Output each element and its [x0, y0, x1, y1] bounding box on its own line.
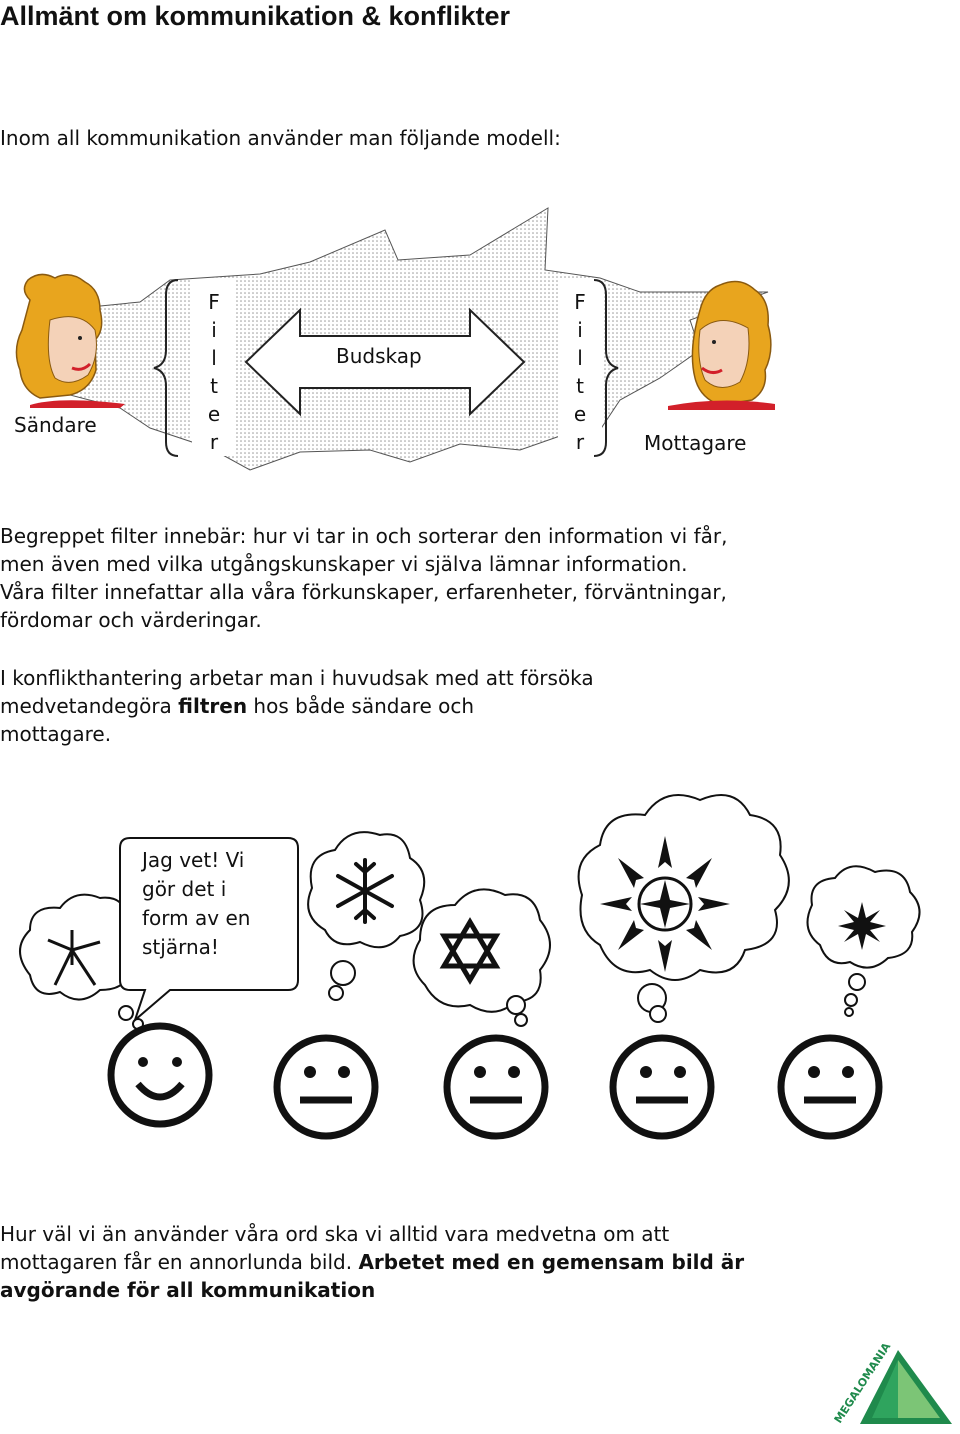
paragraph-line: avgörande för all kommunikation	[0, 1276, 940, 1304]
filter-right-brace	[593, 279, 619, 457]
paragraph-line: mottagare.	[0, 722, 112, 746]
filter-letter: t	[576, 374, 584, 398]
speech-line: Jag vet! Vi	[142, 848, 245, 872]
thought-illustration: Jag vet! Vi gör det i form av en stjärna…	[0, 780, 960, 1140]
filter-letter: i	[577, 318, 583, 342]
speech-bubble	[119, 837, 299, 1024]
filter-letter: e	[207, 402, 221, 426]
thought-bubble-dot	[649, 1005, 667, 1023]
compass-star-icon	[600, 836, 730, 972]
closing-paragraph: Hur väl vi än använder våra ord ska vi a…	[0, 1220, 940, 1304]
speech-bubble-text: Jag vet! Vi gör det i form av en stjärna…	[142, 846, 292, 962]
filter-letter: l	[211, 346, 217, 370]
neutral-face-icon	[609, 1034, 715, 1140]
filter-letter: e	[573, 402, 587, 426]
paragraph-line: fördomar och värderingar.	[0, 608, 262, 632]
bold-text: avgörande för all kommunikation	[0, 1278, 376, 1302]
paragraph-line: Begreppet filter innebär: hur vi tar in …	[0, 524, 728, 548]
conflict-handling-paragraph: I konflikthantering arbetar man i huvuds…	[0, 664, 940, 748]
filter-letter: F	[208, 290, 220, 314]
bold-term: filtren	[178, 694, 248, 718]
paragraph-line: medvetandegöra filtren hos både sändare …	[0, 694, 475, 718]
paragraph-line: I konflikthantering arbetar man i huvuds…	[0, 666, 594, 690]
filter-left-column	[192, 280, 236, 456]
thought-bubble-dot	[330, 960, 356, 986]
intro-text: Inom all kommunikation använder man följ…	[0, 126, 561, 150]
thought-bubble-dot	[506, 995, 526, 1015]
thought-bubble-dot	[118, 1005, 134, 1021]
thought-bubble-dot	[844, 1007, 854, 1017]
asterisk-star-icon	[47, 930, 101, 986]
paragraph-line: Hur väl vi än använder våra ord ska vi a…	[0, 1222, 670, 1246]
sender-face-image	[15, 273, 125, 408]
filter-left-brace	[153, 279, 179, 457]
filter-letter: t	[210, 374, 218, 398]
receiver-face-image	[668, 280, 775, 410]
speech-line: form av en	[142, 906, 251, 930]
receiver-label: Mottagare	[644, 431, 747, 455]
sender-label: Sändare	[14, 413, 97, 437]
thought-bubble-dot	[514, 1013, 528, 1027]
neutral-face-icon	[777, 1034, 883, 1140]
message-label: Budskap	[336, 344, 422, 368]
message-double-arrow	[244, 307, 526, 417]
neutral-face-icon	[273, 1034, 379, 1140]
speech-line: stjärna!	[142, 935, 219, 959]
paragraph-line: Våra filter innefattar alla våra förkuns…	[0, 580, 727, 604]
filter-letter: l	[577, 346, 583, 370]
thought-bubble-dot	[848, 973, 866, 991]
star-of-david-icon	[439, 917, 501, 985]
page-title: Allmänt om kommunikation & konflikter	[0, 1, 511, 31]
thought-bubble-dot	[328, 985, 344, 1001]
thought-bubble-dot	[844, 993, 858, 1007]
communication-model-diagram: Sändare Mottagare Budskap F i l t e r F …	[0, 200, 960, 490]
filter-letter: r	[575, 430, 585, 454]
filter-explanation-paragraph: Begreppet filter innebär: hur vi tar in …	[0, 522, 940, 634]
filter-left-text: F i l t e r	[199, 288, 229, 456]
speech-line: gör det i	[142, 877, 227, 901]
paragraph-line: men även med vilka utgångskunskaper vi s…	[0, 552, 688, 576]
filter-letter: F	[574, 290, 586, 314]
diagram-graphics	[15, 207, 775, 471]
filter-right-text: F i l t e r	[565, 288, 595, 456]
bold-text: Arbetet med en gemensam bild är	[358, 1250, 745, 1274]
filter-right-column	[558, 280, 602, 456]
snowflake-icon	[336, 858, 394, 924]
megalomania-logo: MEGALOMANIA	[834, 1340, 952, 1426]
filter-letter: r	[209, 430, 219, 454]
filter-letter: i	[211, 318, 217, 342]
happy-face-icon	[107, 1022, 213, 1128]
neutral-face-icon	[443, 1034, 549, 1140]
paragraph-line: mottagaren får en annorlunda bild. Arbet…	[0, 1250, 745, 1274]
burst-star-icon	[838, 902, 886, 950]
thought-cloud	[412, 888, 551, 1013]
thought-graphics	[19, 794, 921, 1140]
